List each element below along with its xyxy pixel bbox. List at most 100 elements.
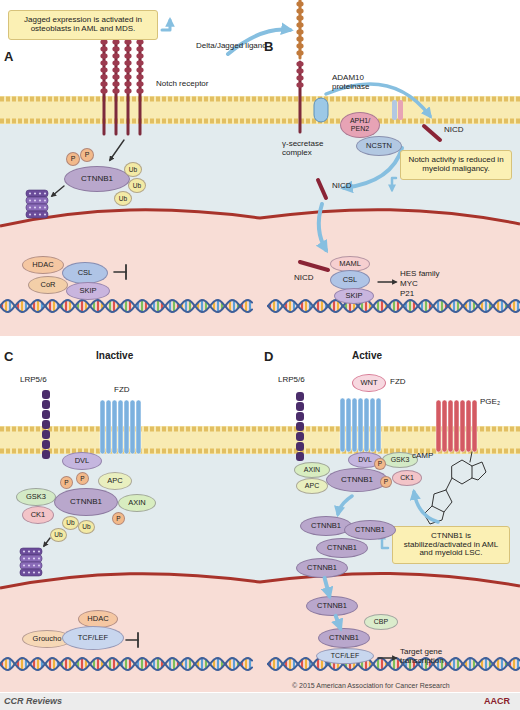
dna-base-pair [453,300,455,311]
proteasome-dot [34,192,36,194]
proteasome-dot [38,564,40,566]
proteasome-dot [39,213,41,215]
transmembrane-helix [358,398,363,452]
nicd-fragment [318,180,326,198]
ubiquitin-circle: Ub [124,162,142,177]
membrane [0,96,520,124]
protein-oval: CoR [28,276,68,294]
protein-oval: APC [296,478,328,494]
annotation: FZD [390,378,406,387]
egf-repeat [112,60,119,66]
egf-repeat [112,67,119,73]
ubiquitin-circle: Ub [114,191,132,206]
annotation: NICD [444,126,464,135]
dna-base-pair [53,658,55,669]
proteasome-ring [26,190,48,197]
egf-repeat [124,46,131,52]
proteasome-dot [29,199,31,201]
proteasome-dot [44,199,46,201]
translocation-arrow [325,578,330,596]
annotation: NICD [332,182,352,191]
lrp-domain [296,452,304,461]
dna-base-pair [305,300,307,312]
dna-strand [268,658,520,670]
ligand-oval: WNT [352,374,386,392]
dna-base-pair [185,300,187,311]
egf-repeat [100,53,107,59]
egf-repeat [112,53,119,59]
panel-letter: D [264,350,273,365]
transmembrane-helix [436,400,441,452]
panel-letter: A [4,50,13,65]
callout-box: Jagged expression is activated in osteob… [8,10,158,40]
dna-base-pair [393,300,395,311]
annotation: NICD [294,274,314,283]
transmembrane-helix [364,398,369,452]
egf-repeat [112,39,119,45]
dna-base-pair [425,300,427,312]
phospho-circle: P [60,476,73,489]
protein-oval: CBP [364,614,398,630]
egf-repeat [136,74,143,80]
dna-base-pair [157,658,159,670]
phospho-circle: P [76,472,89,485]
egf-repeat [296,75,303,81]
protein-oval: HDAC [22,256,64,274]
dna-base-pair [289,658,291,670]
dna-base-pair [81,300,83,312]
protein-oval: APH1/ PEN2 [340,112,380,138]
node-text: CSL [343,276,358,284]
dna-base-pair [21,658,23,670]
egf-repeat [100,74,107,80]
camp-bond [470,452,472,462]
node-text: HDAC [87,615,108,623]
node-text: CTNNB1 [70,498,102,507]
lrp-domain [42,390,50,399]
egf-repeat [136,46,143,52]
node-text: AXIN [128,499,146,507]
dna-base-pair [513,658,515,669]
protein-oval: SKIP [334,288,374,304]
egf-repeat [136,88,143,94]
node-text: APC [305,482,319,490]
transmembrane-helix [112,400,117,454]
repression-bar [125,265,127,279]
protein-oval: GSK3 [16,488,56,506]
dna-base-pair [65,300,67,311]
repression-line [114,271,126,273]
egf-repeat [100,88,107,94]
lrp-domain [296,412,304,421]
dna-base-pair [245,658,247,669]
lrp-domain [42,430,50,439]
dna-base-pair [157,300,159,312]
release-arrow [338,496,352,514]
dna-base-pair [321,300,323,311]
protein-oval: SKIP [66,282,110,300]
translocation-arrow [336,616,341,628]
dna-base-pair [441,300,443,311]
node-text: Notch activity is reduced in myeloid mal… [405,156,507,174]
annotation: ADAM10 proteinase [332,74,386,92]
node-text: Ub [82,523,90,530]
dna-strand [268,300,520,312]
transmembrane-helix [392,100,397,120]
protein-oval: CTNNB1 [316,538,368,558]
node-text: CTNNB1 [317,602,347,610]
egf-repeat [296,82,303,88]
node-text: Ub [119,195,127,202]
dna-strand [0,300,252,312]
protein-oval: TCF/LEF [316,648,374,664]
proteasome-dot [34,199,36,201]
node-text: CTNNB1 [355,526,385,534]
egf-repeat [136,60,143,66]
lrp-domain [42,400,50,409]
egf-repeat [112,81,119,87]
phospho-circle: P [66,152,80,166]
proteasome-dot [29,192,31,194]
proteasome-ring [20,548,42,555]
egf-repeat [112,46,119,52]
node-text: Jagged expression is activated in osteob… [13,16,153,34]
arrow [52,186,64,196]
dna-base-pair [381,300,383,311]
